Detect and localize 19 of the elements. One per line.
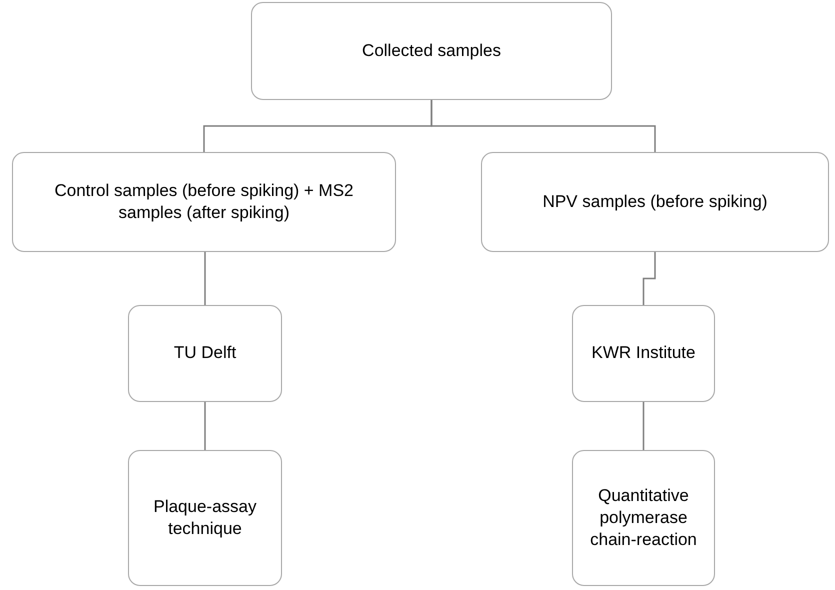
box-label: TU Delft [174,342,236,364]
process-box [481,152,829,252]
connector-line [204,402,206,450]
connector-line [642,252,656,305]
box-label: NPV samples (before spiking) [542,190,768,213]
process-box [128,450,282,586]
box-label: Plaque-assay technique [152,496,258,540]
process-box [12,152,396,252]
process-box [128,305,282,402]
box-label: Collected samples [362,40,501,62]
box-label: KWR Institute [592,342,696,364]
connector-line [204,252,206,305]
process-box [251,2,612,100]
process-box [572,305,715,402]
box-label: Quantitative polymerase chain-reaction [589,484,698,552]
process-box [572,450,715,586]
box-label: Control samples (before spiking) + MS2 samples (after spiking) [53,180,355,224]
connector-line [642,402,644,450]
connector-line [430,100,656,152]
